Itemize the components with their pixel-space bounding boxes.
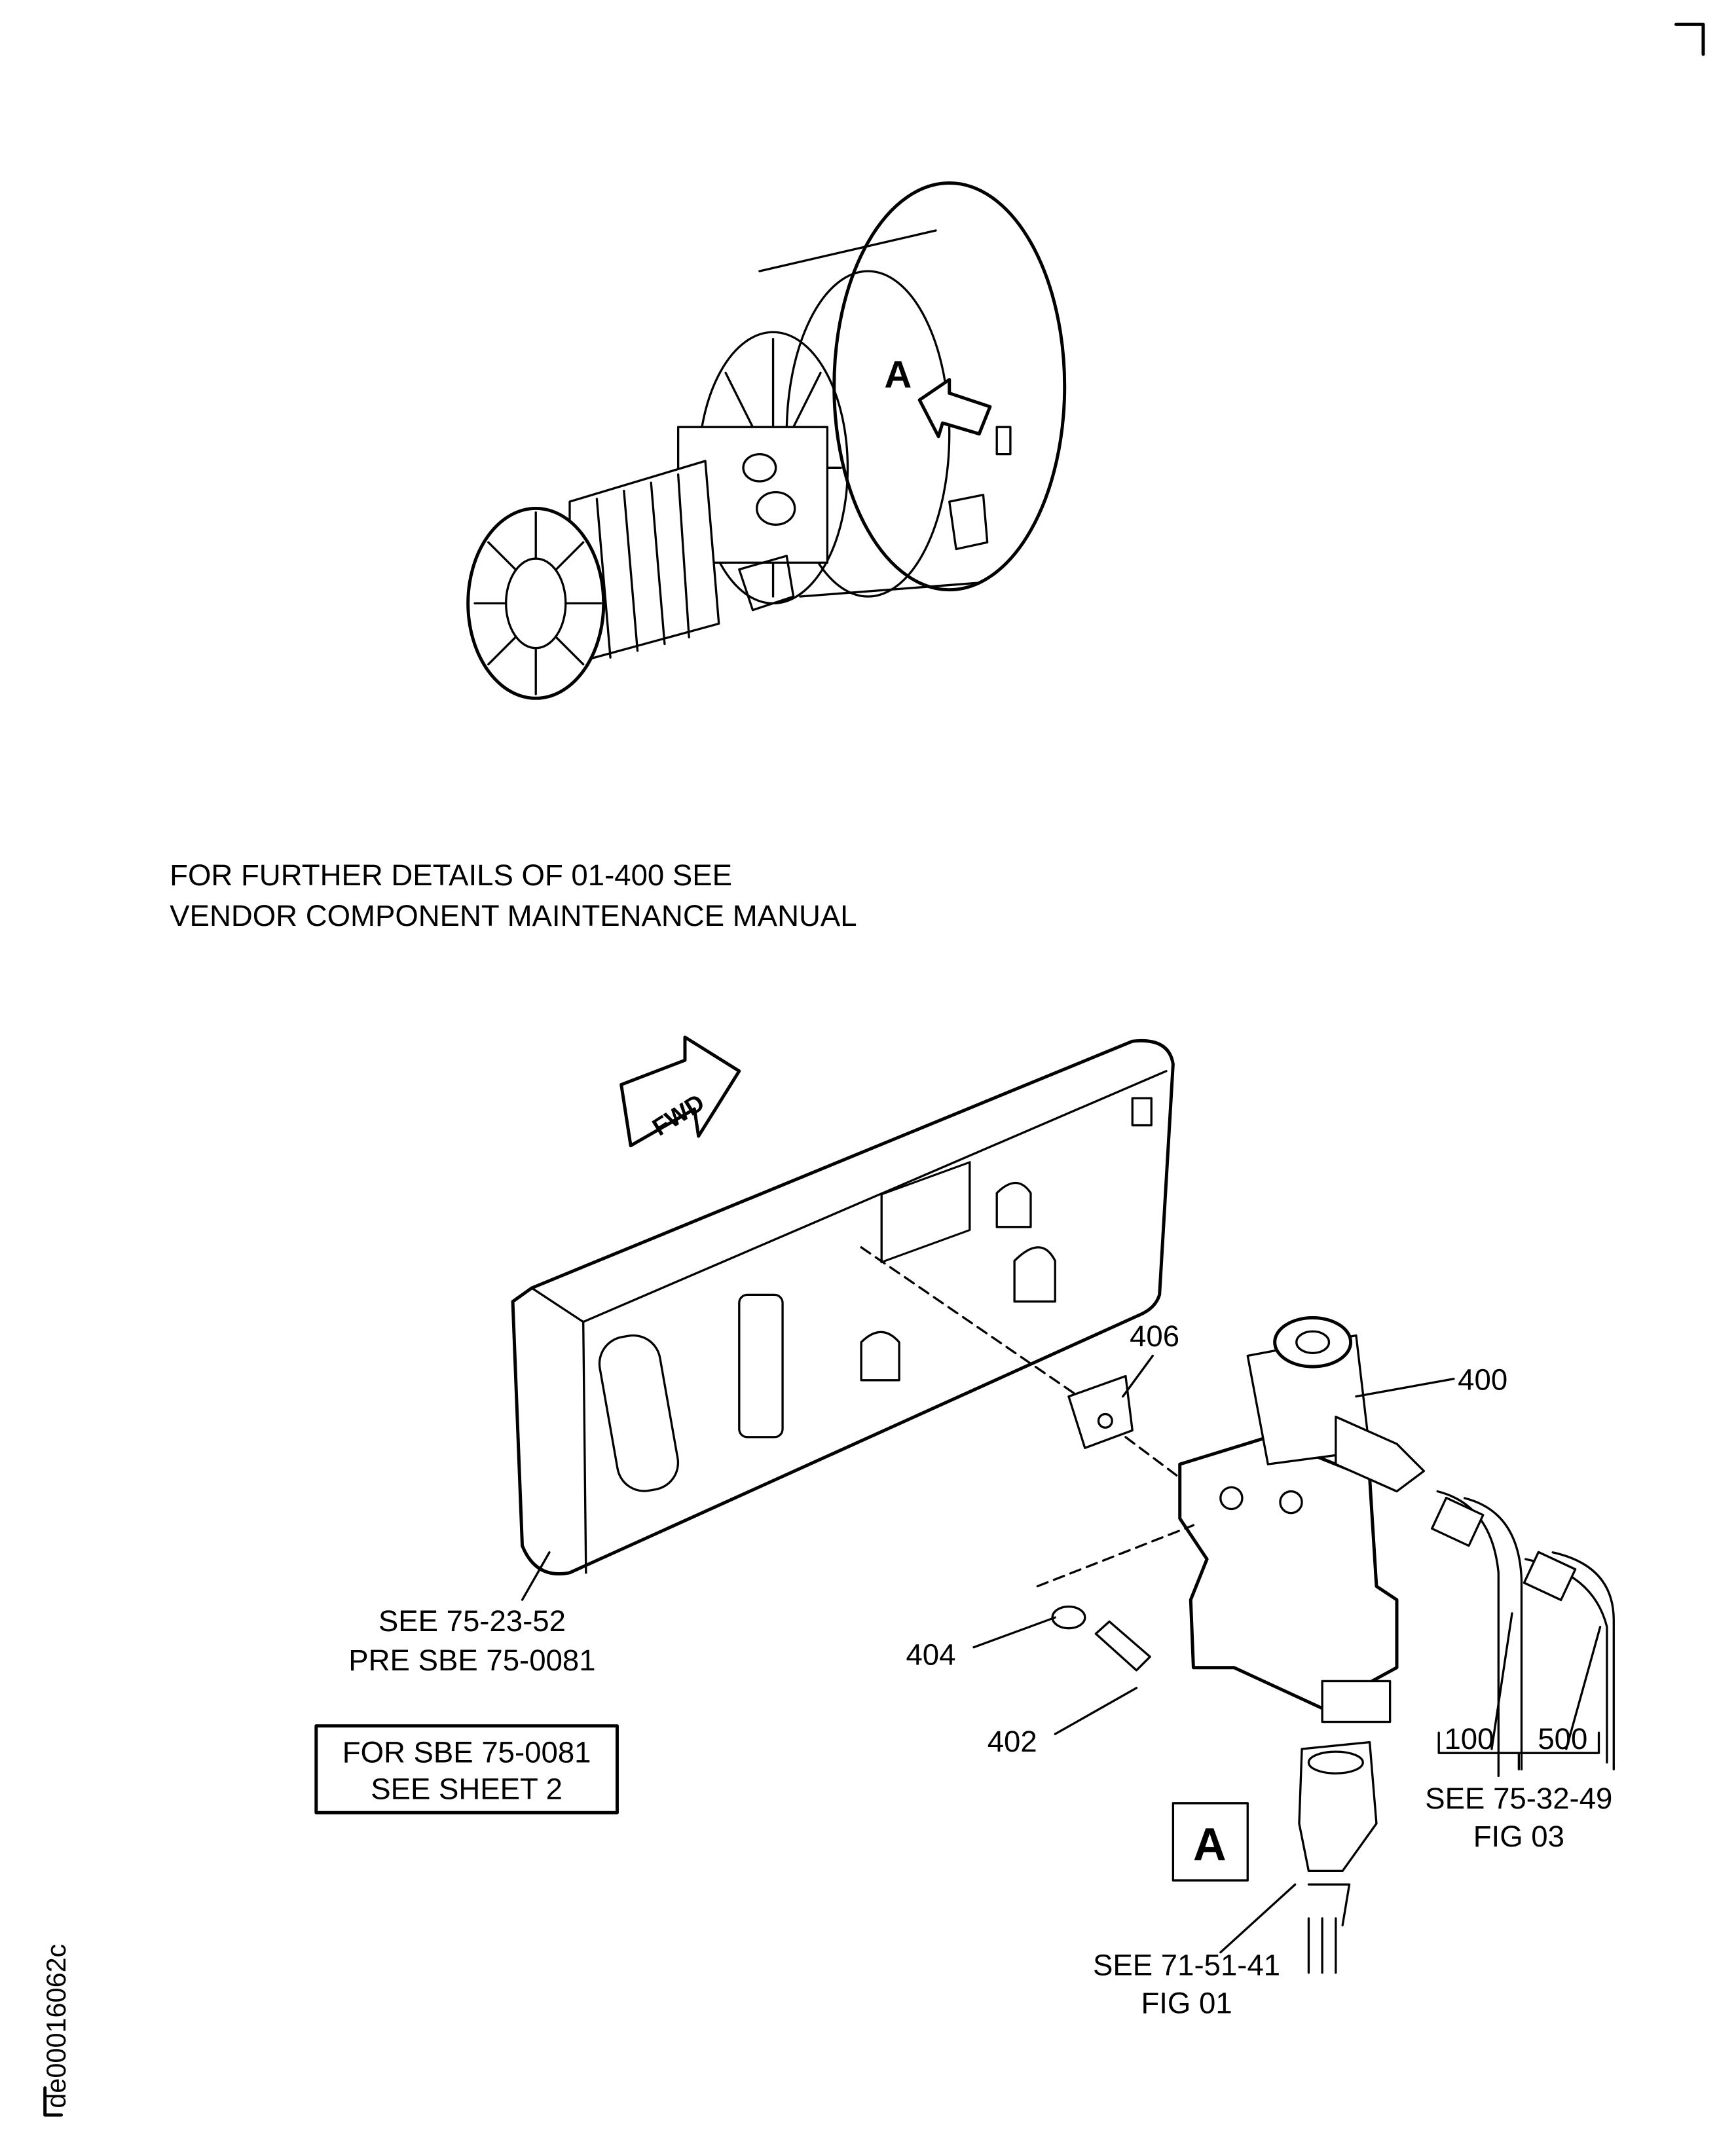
harness-ref-line-2: FIG 01 (1141, 1987, 1232, 2020)
callout-400: 400 (1458, 1363, 1507, 1396)
sheet-note-line-1: FOR SBE 75-0081 (342, 1736, 591, 1769)
callout-406: 406 (1130, 1319, 1179, 1353)
document-id: de00016062c (41, 1944, 71, 2108)
detail-a-label: A (1172, 1802, 1249, 1882)
view-callout-a: A (884, 354, 912, 396)
valve-assembly-drawing (1036, 1316, 1615, 1974)
engine-overview-drawing: A (466, 181, 1067, 700)
bracket-100-500 (1437, 1731, 1600, 1771)
panel-drawing (511, 1039, 1175, 1575)
sheet-note-box: FOR SBE 75-0081 SEE SHEET 2 (314, 1724, 619, 1814)
callout-402: 402 (988, 1725, 1037, 1758)
sheet-note-line-2: SEE SHEET 2 (371, 1773, 563, 1806)
harness-ref-line-1: SEE 71-51-41 (1093, 1949, 1280, 1982)
callout-404: 404 (906, 1638, 955, 1672)
note-line-1: FOR FURTHER DETAILS OF 01-400 SEE (170, 858, 732, 892)
detail-a-text: A (1193, 1818, 1227, 1870)
panel-ref-line-1: SEE 75-23-52 (379, 1604, 566, 1638)
tube-ref-line-2: FIG 03 (1473, 1820, 1564, 1853)
note-line-2: VENDOR COMPONENT MAINTENANCE MANUAL (170, 899, 857, 932)
id-corner-mark (43, 2086, 64, 2117)
panel-ref-line-2: PRE SBE 75-0081 (348, 1644, 595, 1677)
callout-100: 100 (1444, 1722, 1494, 1756)
fwd-arrow-icon: FWD (619, 1035, 741, 1148)
corner-mark (1674, 22, 1705, 56)
callout-500: 500 (1538, 1722, 1587, 1756)
view-arrow-icon (917, 378, 992, 439)
tube-ref-line-1: SEE 75-32-49 (1425, 1782, 1612, 1815)
